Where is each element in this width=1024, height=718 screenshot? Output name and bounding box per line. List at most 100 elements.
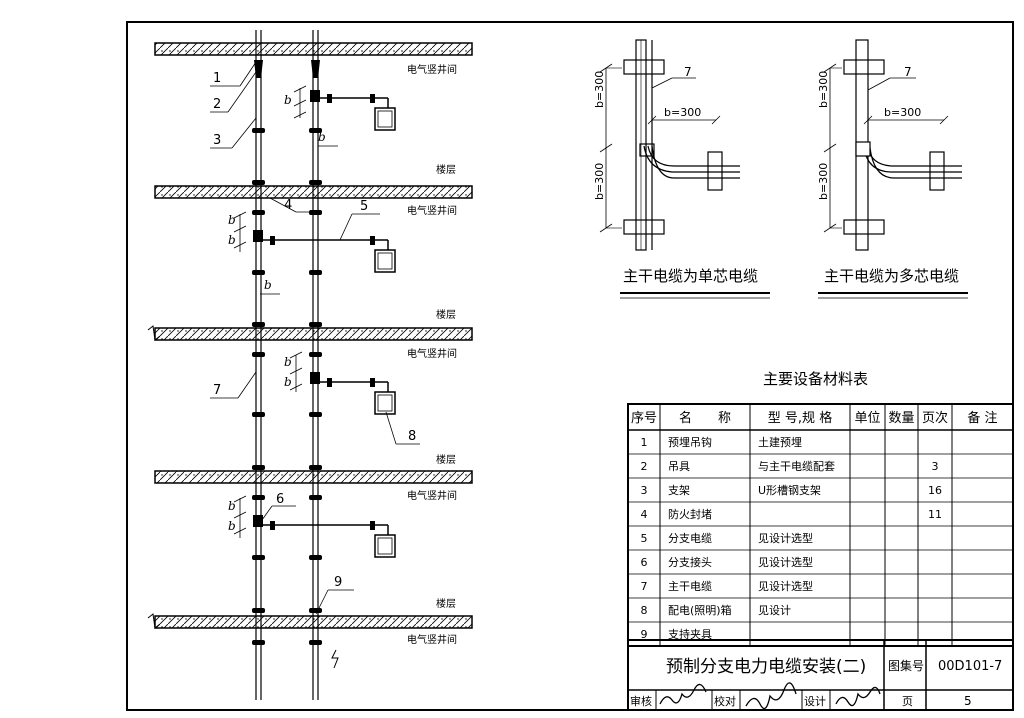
- hanger-icon: [311, 60, 320, 78]
- table-cell: 见设计: [758, 604, 791, 617]
- support-bracket-icon: [623, 59, 665, 75]
- title-block: 预制分支电力电缆安装(二) 图集号 00D101-7 审核 校对 设计 页 5: [627, 639, 1014, 711]
- callout-3: 3: [213, 133, 221, 148]
- callout-5: 5: [360, 199, 368, 214]
- clamp-icon: [370, 378, 375, 387]
- dim-label: b=300: [593, 163, 606, 200]
- clamp-icon: [327, 378, 332, 387]
- table-cell: 6: [641, 556, 648, 569]
- branch-connection: [310, 90, 396, 131]
- support-bracket-icon: [623, 219, 665, 235]
- signature-checker: [745, 682, 797, 710]
- dim-label-b: b: [264, 278, 272, 292]
- table-cell: 5: [641, 532, 648, 545]
- main-cables: [255, 30, 339, 700]
- clamp-icon: [309, 608, 322, 613]
- dim-label-b: b: [228, 233, 236, 247]
- break-mark: [331, 649, 339, 669]
- clamp-icon: [370, 521, 375, 530]
- clamp-icon: [309, 465, 322, 470]
- distribution-box-icon: [374, 391, 396, 415]
- table-cell: 预埋吊钩: [668, 435, 712, 449]
- dim-label-b: b: [228, 213, 236, 227]
- table-cell: 3: [641, 484, 648, 497]
- floor-labels: 电气竖井间 楼层 电气竖井间 楼层 电气竖井间 楼层 电气竖井间 楼层 电气竖井…: [407, 63, 457, 646]
- table-cell: 防火封堵: [668, 507, 712, 521]
- design-label: 设计: [804, 695, 826, 708]
- callout-7: 7: [904, 65, 912, 79]
- table-cell: 见设计选型: [758, 531, 813, 545]
- clamp-icon: [309, 322, 322, 327]
- support-bracket-icon: [843, 219, 885, 235]
- callout-7: 7: [684, 65, 692, 79]
- clamp-icon: [309, 352, 322, 357]
- floor-label: 楼层: [436, 453, 456, 466]
- shaft-elevation: b b b b b b b b b: [147, 30, 473, 700]
- clamp-icon: [270, 236, 275, 245]
- callout-7: 7: [213, 383, 221, 398]
- table-header-cell: 数量: [888, 411, 914, 426]
- table-cell: 16: [928, 484, 942, 497]
- branch-connection: [253, 230, 396, 273]
- callout-leaders: [210, 61, 420, 615]
- clamp-icon: [252, 322, 265, 327]
- branch-joint-icon: [639, 143, 655, 157]
- floor-label: 楼层: [436, 163, 456, 176]
- detail-caption: 主干电缆为多芯电缆: [824, 267, 959, 285]
- table-cell: 支持夹具: [668, 627, 712, 641]
- floor-label: 楼层: [436, 597, 456, 610]
- callout-2: 2: [213, 97, 221, 112]
- atlas-label: 图集号: [888, 658, 924, 673]
- clamp-icon: [252, 128, 265, 133]
- support-clamps: [252, 128, 322, 645]
- clamp-icon: [370, 94, 375, 103]
- clamp-icon: [309, 180, 322, 185]
- table-header-cell: 备 注: [967, 410, 997, 426]
- table-header-cell: 型 号,规 格: [768, 410, 832, 426]
- branch-joint-icon: [253, 230, 263, 242]
- dim-label: b=300: [817, 163, 830, 200]
- table-cell: 9: [641, 628, 648, 641]
- table-cell: 配电(照明)箱: [668, 603, 732, 617]
- shaft-label: 电气竖井间: [407, 204, 457, 217]
- table-cell: 2: [641, 460, 648, 473]
- table-cell: 3: [932, 460, 939, 473]
- detail-single-core: b=300 b=300 b=300 7 主干电缆为单芯电缆: [593, 39, 770, 299]
- support-bracket-icon: [929, 151, 945, 191]
- branch-joint-icon: [310, 372, 320, 384]
- shaft-label: 电气竖井间: [407, 63, 457, 76]
- table-cell: 吊具: [668, 460, 690, 473]
- clamp-icon: [252, 465, 265, 470]
- table-title: 主要设备材料表: [763, 370, 868, 388]
- distribution-box-icon: [374, 249, 396, 273]
- review-label: 审核: [630, 694, 652, 708]
- support-bracket-icon: [707, 151, 723, 191]
- table-border: [627, 403, 1014, 647]
- dim-label-b: b: [284, 93, 292, 107]
- floor-slabs: [154, 42, 473, 629]
- dim-label-b: b: [284, 355, 292, 369]
- callout-6: 6: [276, 492, 284, 507]
- clamp-icon: [309, 555, 322, 560]
- table-cell: 8: [641, 604, 648, 617]
- clamp-icon: [309, 495, 322, 500]
- clamp-icon: [252, 210, 265, 215]
- branch-joint-icon: [310, 90, 320, 102]
- dim-label-b: b: [284, 375, 292, 389]
- table-cell: U形槽钢支架: [758, 484, 821, 497]
- callout-1: 1: [213, 71, 221, 86]
- distribution-box-icon: [374, 534, 396, 558]
- signature-designer: [835, 686, 881, 707]
- table-cell: 1: [641, 436, 648, 449]
- table-cell: 见设计选型: [758, 579, 813, 593]
- callout-8: 8: [408, 429, 416, 444]
- clamp-icon: [252, 180, 265, 185]
- clamp-icon: [252, 495, 265, 500]
- break-mark: [147, 325, 161, 341]
- table-header-cell: 页次: [922, 410, 948, 426]
- table-cell: 与主干电缆配套: [758, 460, 835, 473]
- page-label: 页: [902, 695, 913, 708]
- dim-label-b: b: [228, 499, 236, 513]
- callout-4: 4: [284, 198, 292, 213]
